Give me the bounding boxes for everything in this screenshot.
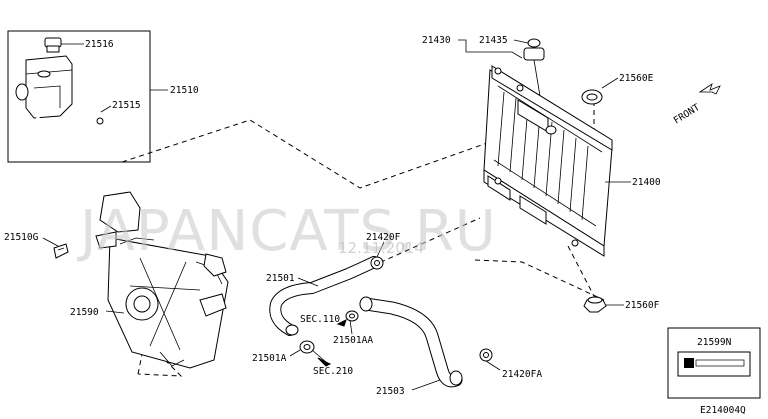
label-21560F: 21560F (625, 300, 660, 311)
sec110-arrow-icon (336, 319, 347, 327)
clamp-21420F-part[interactable] (370, 256, 384, 270)
mount-21560F-part[interactable] (583, 296, 607, 313)
bolt-21510G-part[interactable] (53, 243, 69, 259)
diagram-code: E214004Q (700, 405, 746, 416)
label-21510G: 21510G (4, 232, 39, 243)
label-21420FA: 21420FA (502, 369, 542, 380)
reservoir-tank-part[interactable] (15, 55, 73, 119)
label-21430: 21430 (422, 35, 451, 46)
reservoir-inset-box (7, 30, 151, 163)
front-label: FRONT (672, 102, 702, 127)
label-21501: 21501 (266, 273, 295, 284)
label-21501AA: 21501AA (333, 335, 373, 346)
reservoir-cap-part[interactable] (44, 37, 62, 53)
front-direction-indicator: FRONT (672, 83, 721, 127)
label-sec210: SEC.210 (313, 366, 353, 377)
label-21590: 21590 (70, 307, 99, 318)
fan-shroud-part[interactable] (95, 191, 229, 369)
label-sec110: SEC.110 (300, 314, 340, 325)
caution-label-part[interactable] (667, 327, 761, 399)
label-21435: 21435 (479, 35, 508, 46)
label-21510: 21510 (170, 85, 199, 96)
drain-plug-21560E-part[interactable] (581, 89, 603, 105)
label-21516: 21516 (85, 39, 114, 50)
upper-hose-part[interactable] (269, 256, 380, 336)
clamp-21420FA-part[interactable] (479, 348, 493, 362)
part-labels: 21516 21510 21515 21430 21435 21560E 214… (4, 35, 746, 416)
label-21599N: 21599N (697, 337, 732, 348)
label-21515: 21515 (112, 100, 141, 111)
sec210-arrow-icon (317, 357, 332, 367)
label-21420F: 21420F (366, 232, 401, 243)
label-21503: 21503 (376, 386, 405, 397)
clamp-21501AA-part[interactable] (345, 310, 359, 322)
watermark-text: JAPANCATS.RU (77, 199, 497, 264)
lower-hose-part[interactable] (359, 296, 463, 388)
reservoir-tank-group (7, 30, 168, 163)
clamp-21501A-part[interactable] (299, 340, 315, 354)
radiator-cap-part[interactable] (523, 38, 545, 97)
reservoir-hose-part[interactable] (36, 116, 104, 148)
label-21501A: 21501A (252, 353, 287, 364)
label-21560E: 21560E (619, 73, 654, 84)
label-21400: 21400 (632, 177, 661, 188)
radiator-part[interactable] (483, 65, 613, 257)
watermark: JAPANCATS.RU 12.11.2014 (77, 199, 497, 264)
watermark-date: 12.11.2014 (338, 239, 424, 257)
